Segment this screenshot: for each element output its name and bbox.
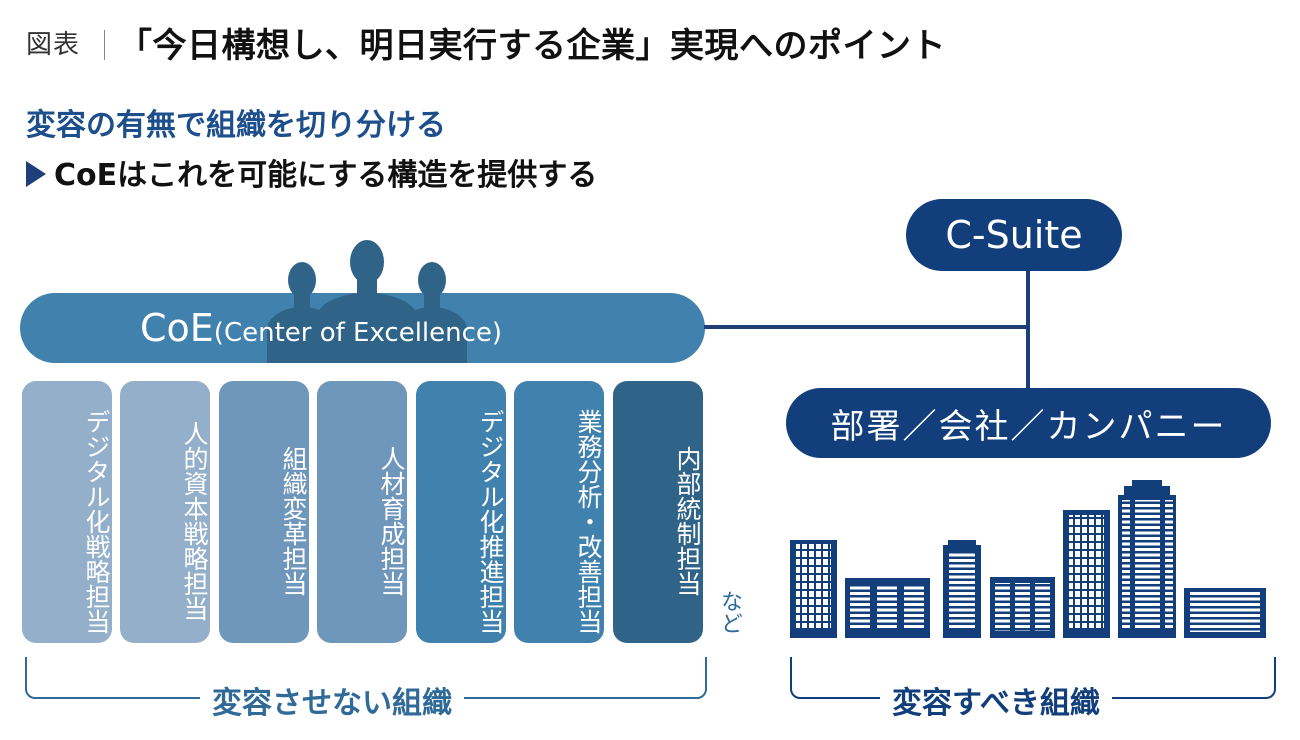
- etc-note: など: [717, 590, 742, 634]
- coe-label: CoE(Center of Excellence): [140, 306, 502, 350]
- divider: [104, 30, 105, 60]
- role-column: 組織変革担当: [219, 381, 309, 643]
- role-column: 人材育成担当: [317, 381, 407, 643]
- page-title: 「今日構想し、明日実行する企業」実現へのポイント: [118, 26, 946, 66]
- subtitle: 変容の有無で組織を切り分ける: [26, 108, 446, 143]
- role-column: デジタル化推進担当: [416, 381, 506, 643]
- role-column: デジタル化戦略担当: [22, 381, 112, 643]
- role-label: デジタル化推進担当: [476, 408, 505, 634]
- role-label: 業務分析・改善担当: [574, 408, 603, 634]
- subtitle-point-text: CoEはこれを可能にする構造を提供する: [54, 158, 598, 193]
- connector-line: [704, 325, 1030, 329]
- triangle-bullet-icon: [26, 161, 46, 187]
- departments-box: 部署／会社／カンパニー: [786, 388, 1271, 458]
- role-column: 業務分析・改善担当: [514, 381, 604, 643]
- csuite-box: C-Suite: [906, 199, 1122, 271]
- role-column: 内部統制担当: [613, 381, 703, 643]
- coe-abbr: CoE: [140, 306, 214, 350]
- figure-label: 図表: [26, 30, 81, 60]
- subtitle-point: CoEはこれを可能にする構造を提供する: [26, 150, 597, 194]
- role-column: 人的資本戦略担当: [120, 381, 210, 643]
- coe-full: (Center of Excellence): [213, 318, 503, 348]
- office-buildings-icon: [790, 480, 1266, 638]
- role-label: 人的資本戦略担当: [180, 421, 209, 621]
- connector-line: [1026, 268, 1030, 392]
- role-label: 人材育成担当: [377, 446, 406, 596]
- people-silhouette-icon: [267, 240, 467, 363]
- unchanging-org-label: 変容させない組織: [200, 678, 464, 722]
- role-label: 組織変革担当: [279, 446, 308, 596]
- role-label: デジタル化戦略担当: [82, 408, 111, 634]
- role-label: 内部統制担当: [673, 446, 702, 596]
- transforming-org-label: 変容すべき組織: [880, 678, 1112, 722]
